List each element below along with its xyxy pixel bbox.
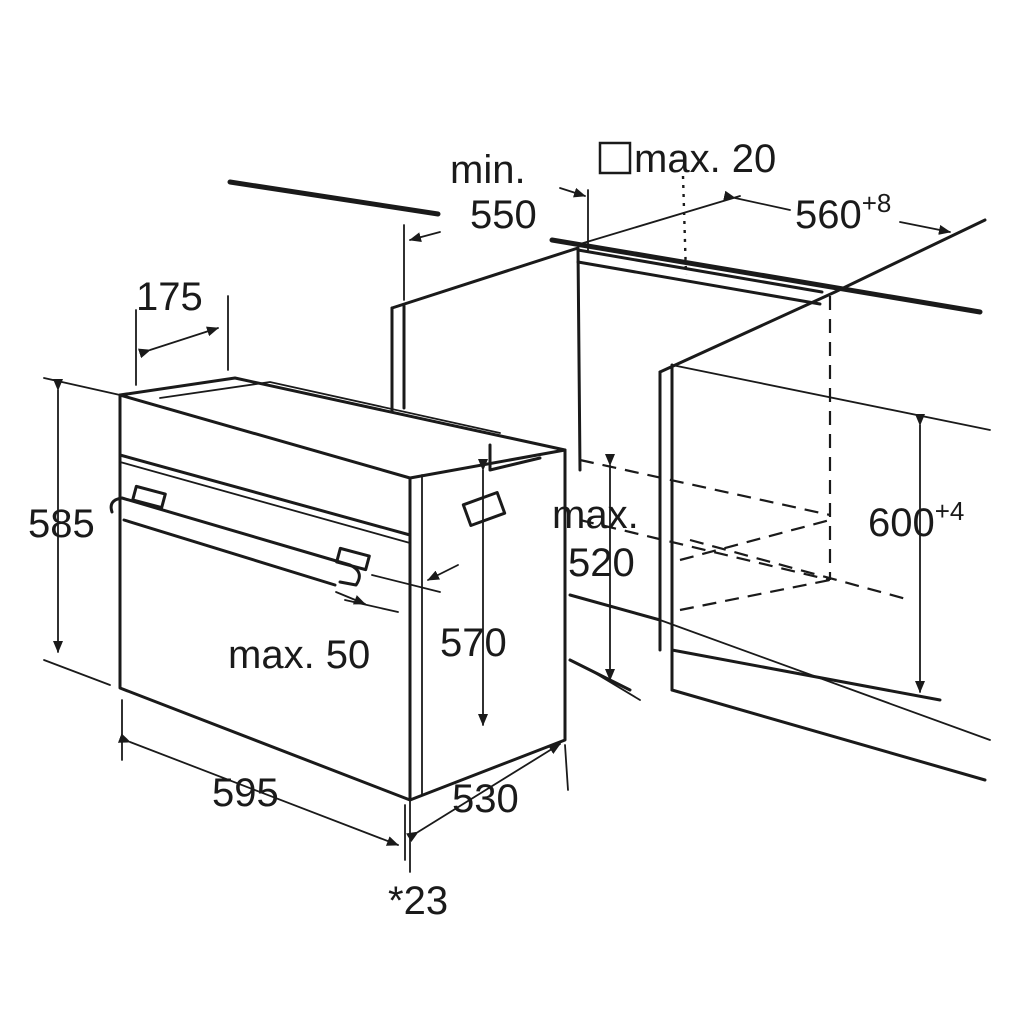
hidden-mid-line — [579, 518, 831, 582]
control-panel-line — [118, 453, 412, 537]
niche-left-top — [390, 246, 582, 472]
oven-top — [118, 376, 567, 480]
hidden-diag-line — [679, 518, 831, 562]
hidden-top-line — [579, 458, 831, 517]
ext-585-bottom — [43, 659, 111, 686]
handle-mount-left — [131, 484, 167, 510]
label-600: 600+4 — [868, 496, 964, 545]
worktop-right-edge — [549, 237, 983, 315]
label-max-50: max. 50 — [228, 633, 370, 677]
label-min: min. — [450, 148, 526, 192]
label-max-20: max. 20 — [634, 137, 776, 181]
niche-floor-line — [670, 648, 942, 702]
dim-50-arrow-top — [427, 564, 459, 581]
ext-530-right — [564, 744, 569, 791]
label-560-value: 560 — [795, 193, 862, 237]
label-footnote-23: *23 — [388, 879, 448, 923]
dim-550-arrow-right — [559, 187, 586, 198]
dim-560-arrow-right — [899, 221, 951, 235]
label-520: 520 — [568, 541, 635, 585]
hidden-bottom-line — [679, 578, 831, 612]
oven — [109, 376, 567, 802]
dim-560-arrow-left — [723, 190, 791, 211]
ext-585-top — [43, 377, 121, 396]
dimension-labels: min. 550 max. 20 560+8 175 585 600+4 max… — [28, 137, 964, 923]
square-icon — [598, 141, 632, 175]
niche-right-top — [658, 218, 987, 374]
label-570: 570 — [440, 621, 507, 665]
ext-520-bottom — [589, 669, 641, 701]
vent-gap-line — [681, 175, 688, 276]
shelf-front — [568, 593, 662, 622]
mounting-bracket — [461, 491, 507, 527]
control-panel-line-2 — [119, 461, 411, 544]
dim-530-arrow — [406, 743, 561, 843]
ext-50-bottom — [344, 599, 399, 613]
oven-top-inner — [159, 381, 501, 434]
label-560-tol: +8 — [862, 188, 892, 218]
label-530: 530 — [452, 777, 519, 821]
label-175: 175 — [136, 275, 203, 319]
dimension-lines — [43, 187, 951, 873]
label-550: 550 — [470, 193, 537, 237]
dim-550-arrow-left — [409, 231, 441, 242]
hidden-floor-line — [689, 538, 911, 602]
worktop-left-edge — [227, 179, 441, 217]
oven-handle-lower — [122, 518, 337, 587]
ext-50-top — [371, 574, 441, 593]
dim-175-arrow — [137, 326, 219, 359]
oven-rear-step — [488, 443, 542, 472]
plinth-line — [670, 688, 987, 782]
label-595: 595 — [212, 771, 279, 815]
dim-595-arrow — [117, 733, 399, 846]
dim-50-arrow-bottom — [335, 591, 366, 605]
top-rail — [576, 248, 824, 294]
label-600-tol: +4 — [935, 496, 965, 526]
label-600-value: 600 — [868, 501, 935, 545]
handle-mount-right — [335, 546, 371, 572]
top-rail-lower — [576, 260, 822, 306]
label-max-520-prefix: max. — [552, 493, 639, 537]
niche-base-line — [659, 619, 991, 741]
ext-560-left — [579, 195, 741, 245]
label-560: 560+8 — [795, 188, 891, 237]
oven-front — [118, 393, 412, 802]
cabinet-niche — [227, 175, 991, 782]
label-585: 585 — [28, 502, 95, 546]
